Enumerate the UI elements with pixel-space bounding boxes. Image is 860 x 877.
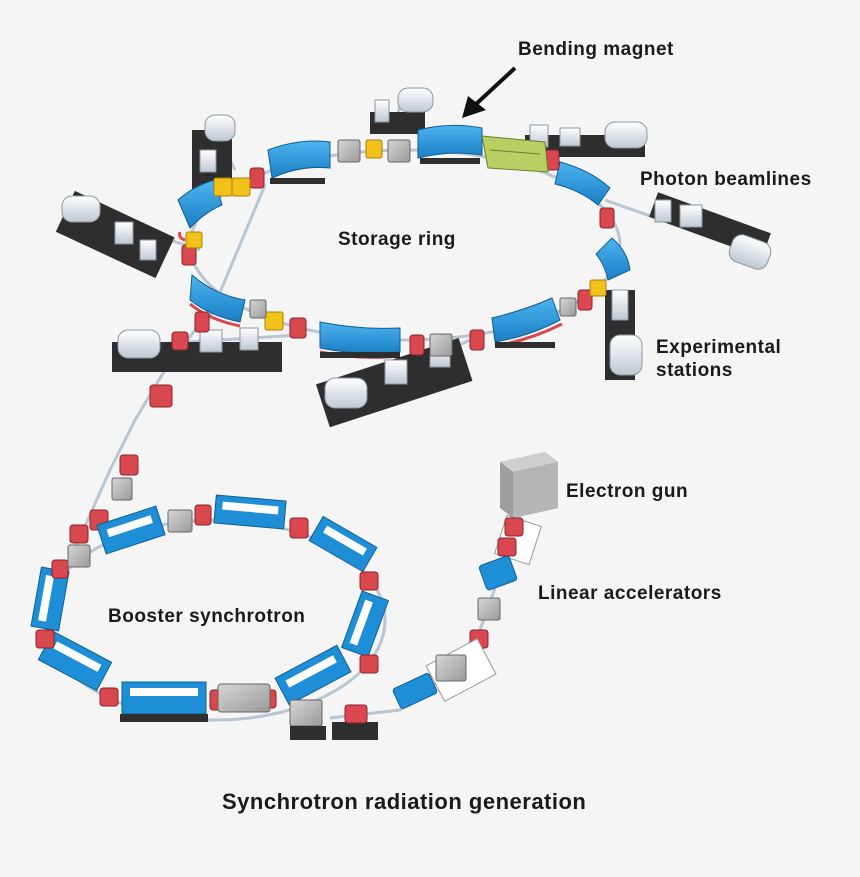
support-stands [270,158,555,358]
experimental-stations-label-line2: stations [656,360,733,381]
booster-dipole [30,566,70,632]
booster-dipole [96,505,166,555]
booster-dipole [274,644,352,706]
linear-accelerator [344,452,558,724]
experimental-station [649,192,772,270]
booster-dipole [121,681,207,715]
booster-dipole [37,630,113,692]
booster-dipole [213,494,287,530]
bending-magnet [554,161,611,206]
linac-section [344,638,497,724]
experimental-station [112,327,282,372]
bending-magnet [177,179,223,229]
experimental-stations [55,87,772,428]
booster-synchrotron [30,494,390,740]
storage-ring [177,124,631,359]
bending-magnet-top [417,124,483,159]
bending-magnet-label: Bending magnet [518,39,674,60]
bending-magnet [595,237,631,281]
booster-rf-cavities [67,509,323,727]
booster-synchrotron-label: Booster synchrotron [108,606,306,627]
linear-accelerators-label: Linear accelerators [538,583,722,604]
photon-beamlines-label: Photon beamlines [640,169,812,190]
booster-supports [120,714,378,740]
booster-quadrupoles [35,504,379,711]
electron-gun-label: Electron gun [566,481,689,502]
injection-line-pipe [198,184,267,341]
electron-gun-box [500,452,558,518]
linac-section [494,514,542,566]
bending-magnet [491,297,561,343]
sextupole-magnets [185,139,607,331]
bending-magnet [319,321,401,354]
bending-magnet [267,140,331,179]
experimental-stations-label-line1: Experimental [656,337,782,358]
experimental-stations-label: Experimental stations [656,336,816,382]
booster-dipole [308,515,378,573]
experimental-station [605,289,643,380]
experimental-station [55,190,175,279]
experimental-station [370,87,434,134]
insertion-device [481,135,549,173]
vacuum-components [249,139,577,357]
bending-magnet [189,273,246,323]
booster-dipole [340,590,390,658]
arrow-pointing-to-bending-magnet-icon [462,66,517,118]
linac-section [469,555,518,649]
bending-magnets [177,124,631,354]
booster-dipoles [30,494,390,715]
diagram-caption: Synchrotron radiation generation [222,789,587,814]
storage-ring-label: Storage ring [338,229,456,250]
